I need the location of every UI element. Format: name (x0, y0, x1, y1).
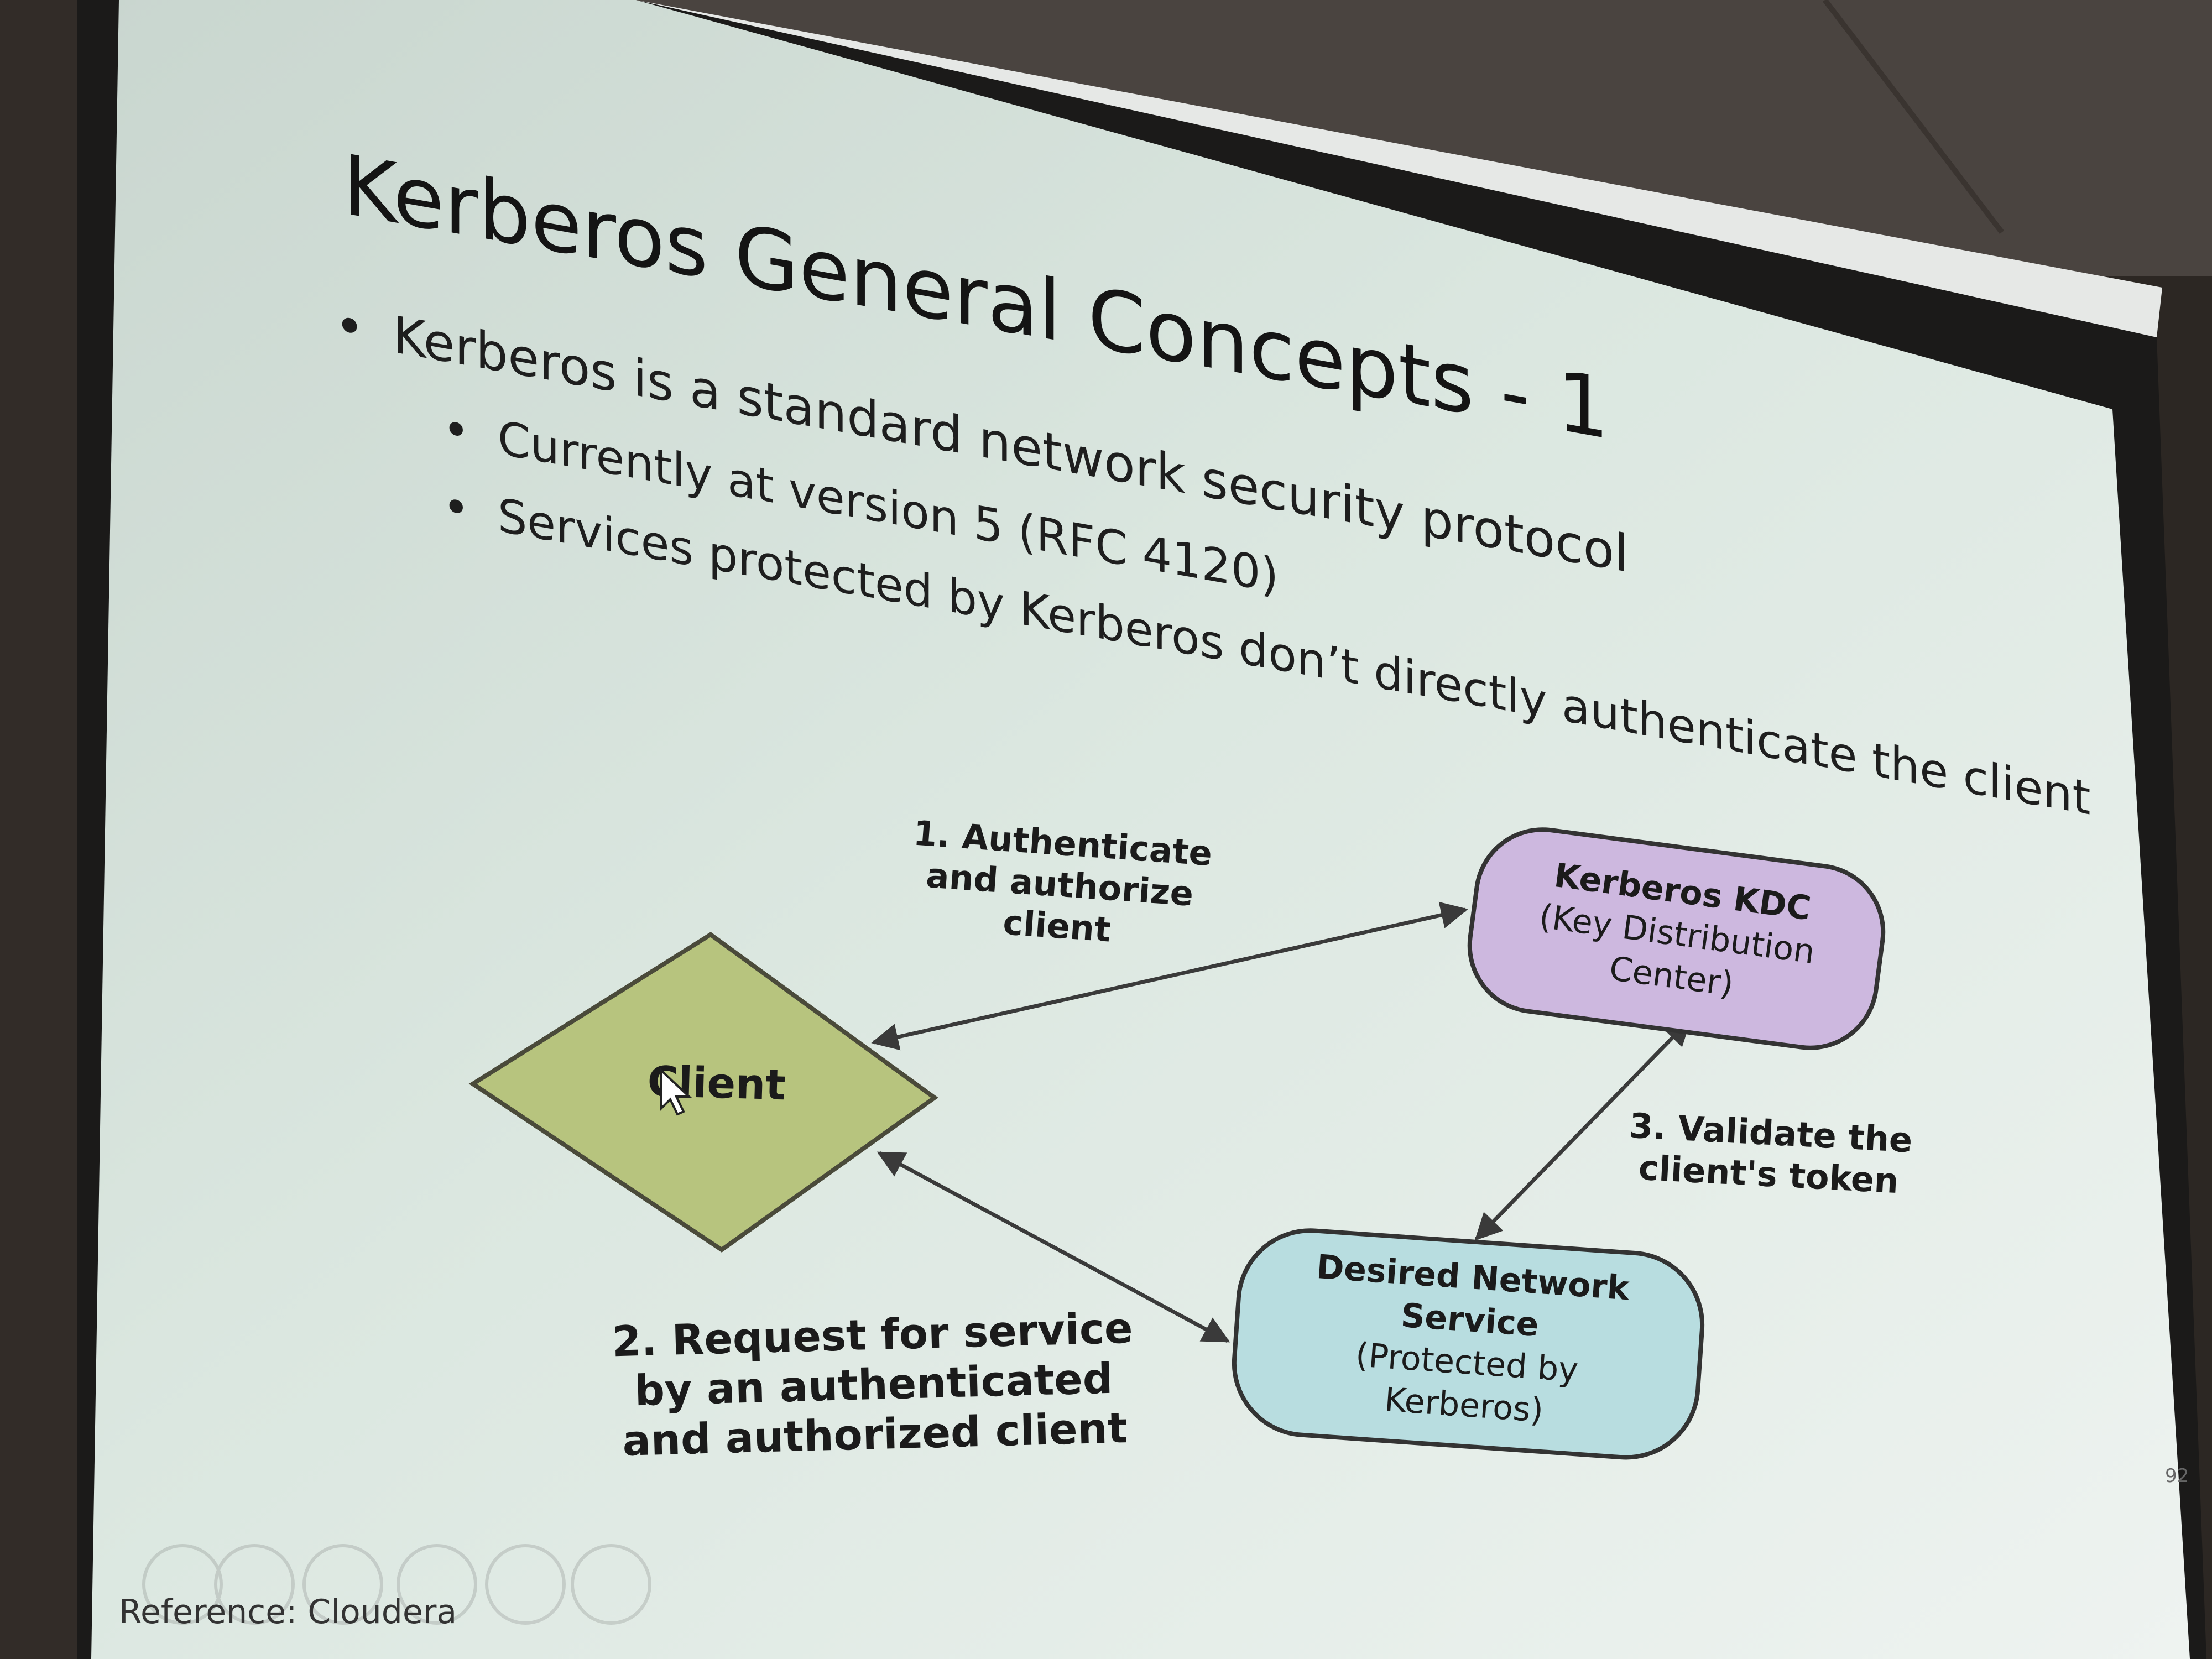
client-node (468, 932, 938, 1253)
kdc-node: Kerberos KDC (Key Distribution Center) (1467, 827, 1886, 1050)
step2-label: 2. Request for service by an authenticat… (611, 1303, 1133, 1465)
slide (91, 0, 2190, 1659)
mouse-cursor-icon (660, 1067, 692, 1116)
reference-text: Reference: Cloudera (119, 1593, 457, 1631)
slideshow-controls (142, 1544, 651, 1625)
bullet-dot: • (335, 294, 364, 359)
sub-bullet-dot-1: • (442, 400, 470, 460)
sub-bullet-dot-2: • (442, 478, 470, 537)
arrow-client-service (877, 1151, 1230, 1343)
next-slide-icon (214, 1544, 295, 1625)
arrow-client-kdc (871, 901, 1468, 1051)
service-node: Desired Network Service (Protected by Ke… (1232, 1228, 1705, 1460)
step1-line3: client (1001, 902, 1112, 950)
zoom-icon (485, 1544, 566, 1625)
prev-slide-icon (142, 1544, 223, 1625)
pen-icon (302, 1544, 383, 1625)
ceiling (608, 0, 2212, 354)
service-label-line2: Service (1400, 1296, 1540, 1344)
slides-icon (397, 1544, 477, 1625)
step3-label: 3. Validate the client's token (1628, 1105, 1913, 1202)
more-options-icon (571, 1544, 651, 1625)
page-number: 92 (2165, 1465, 2189, 1487)
ceiling-tile-seam (1823, 0, 2004, 234)
arrow-kdc-service (1474, 1018, 1692, 1241)
